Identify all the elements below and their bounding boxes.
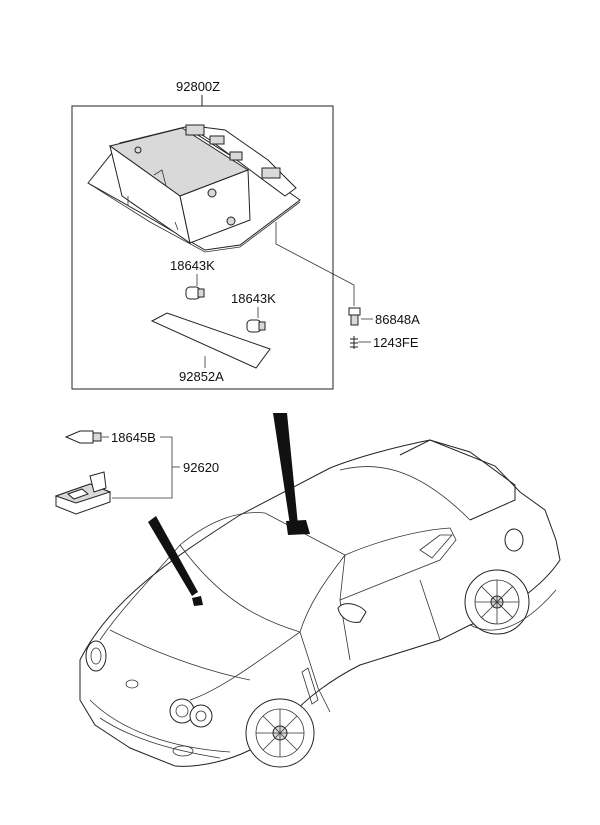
bracket-92620 (112, 436, 173, 499)
leader-console-to-clip (275, 222, 355, 306)
marker-console-location (286, 520, 310, 535)
screw-icon[interactable] (350, 336, 358, 349)
pointer-console-location (273, 413, 298, 525)
label-18643K-1[interactable]: 18643K (170, 258, 215, 273)
label-18645B[interactable]: 18645B (111, 430, 156, 445)
pointer-room-lamp-location (148, 516, 198, 596)
marker-room-lamp-location (192, 596, 203, 606)
clip-icon[interactable] (348, 307, 361, 326)
overhead-console-drawing[interactable] (87, 124, 301, 253)
room-lamp-drawing[interactable] (54, 471, 112, 515)
vehicle-drawing (79, 439, 561, 768)
label-92620[interactable]: 92620 (183, 460, 219, 475)
label-92800Z[interactable]: 92800Z (176, 79, 220, 94)
wedge-bulb-icon[interactable] (246, 319, 266, 333)
label-18643K-2[interactable]: 18643K (231, 291, 276, 306)
label-92852A[interactable]: 92852A (179, 369, 224, 384)
wedge-bulb-icon[interactable] (185, 286, 205, 300)
festoon-bulb-icon[interactable] (64, 430, 102, 444)
label-1243FE[interactable]: 1243FE (373, 335, 419, 350)
lens-drawing[interactable] (150, 312, 271, 369)
label-86848A[interactable]: 86848A (375, 312, 420, 327)
